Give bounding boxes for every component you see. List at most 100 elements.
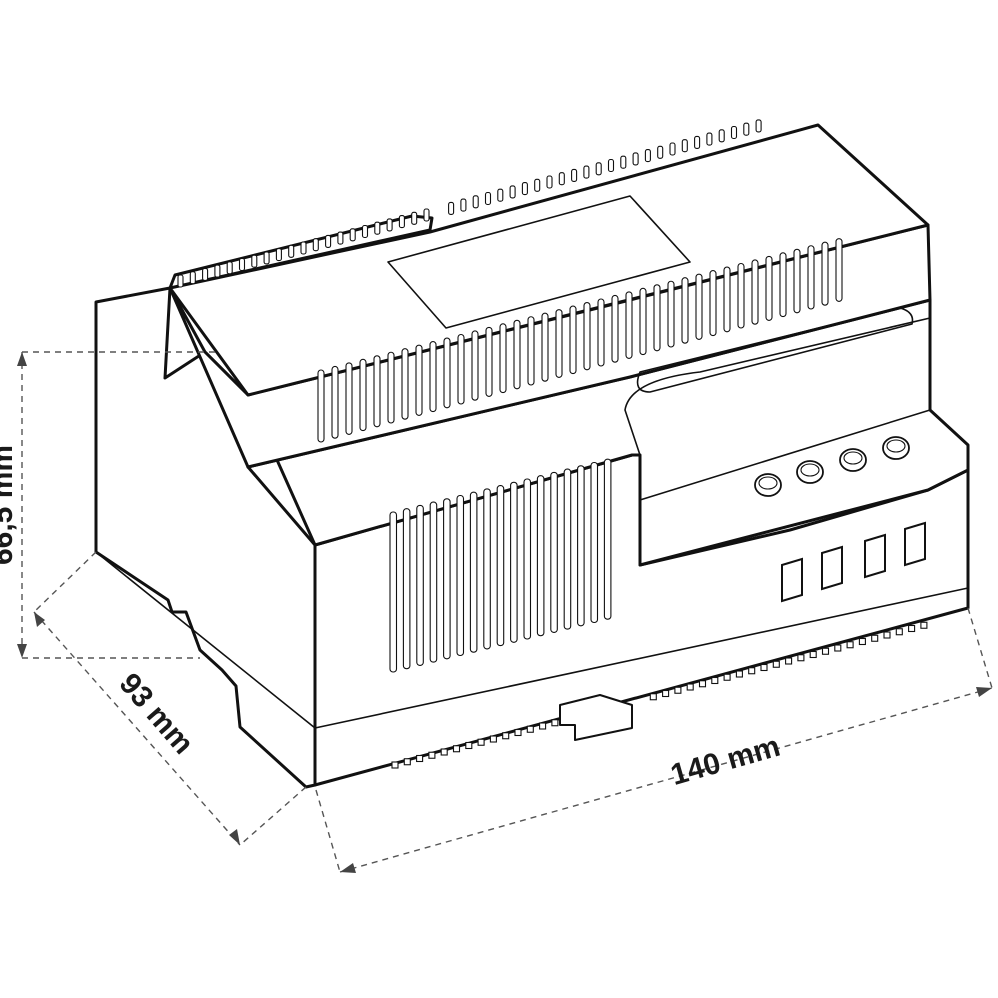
vent-fin [251,254,258,268]
vent-hole [489,735,497,743]
terminal-opening [864,533,886,579]
vent-fin [521,182,528,196]
terminal-openings [781,521,926,603]
vent-fin [743,122,750,136]
depth-label: 93 mm [113,667,200,760]
vent-fin [337,231,344,245]
vent-fin [694,135,701,149]
vent-fin [429,501,438,663]
vent-fin [448,201,455,215]
front-vent-fins [389,458,612,673]
upper-vent-fins [317,238,843,443]
vent-fin [387,351,395,424]
vent-fin [807,245,815,310]
vent-fin [457,333,465,405]
vent-fin [632,152,639,166]
vent-hole [514,728,522,737]
terminal-opening [781,557,803,603]
height-dimension: 66,5 mm [0,351,215,659]
vent-hole [686,683,694,691]
vent-fin [835,238,843,302]
vent-fin [695,273,703,340]
vent-fin [345,362,353,435]
vent-fin [513,319,521,390]
vent-hole [871,634,879,642]
vent-fin [571,168,578,182]
vent-fin [523,478,532,640]
vent-fin [737,262,745,329]
vent-fin [583,301,591,371]
vent-fin [510,481,518,643]
vent-hole [428,751,436,759]
vent-fin [288,244,295,258]
vent-fin [402,508,411,670]
vent-fin [202,267,209,281]
vent-fin [657,145,664,159]
vent-fin [667,280,675,348]
vent-fin [653,284,661,352]
vent-fin [765,255,773,321]
vent-fin [460,198,467,212]
vent-fin [555,309,563,378]
terminal-cover-recess [624,317,931,501]
vent-fin [275,248,282,262]
vent-fin [550,471,558,633]
base-strip-line [314,587,969,729]
vent-fin [389,511,398,673]
screw-head [800,463,820,477]
vent-fin [416,504,424,666]
din-rail-enclosure [94,119,970,789]
vent-hole [920,621,928,629]
vent-fin [263,251,270,265]
vent-hole [551,719,559,727]
vent-hole [785,657,793,665]
vent-fin [349,228,356,242]
vent-fin [536,475,545,637]
vent-hole [452,745,461,753]
vent-fin [718,129,725,143]
top-label-panel [387,195,691,329]
vent-fin [639,287,647,356]
vent-fin [723,266,731,333]
vent-fin [755,119,762,133]
vent-hole [895,628,903,636]
top-surface [168,123,930,397]
vent-hole [539,722,547,730]
vent-fin [429,341,437,413]
height-label: 66,5 mm [0,445,19,565]
vent-fin [325,234,332,248]
vent-fin [398,215,405,229]
vent-hole [735,670,743,678]
vent-fin [214,264,221,278]
vent-hole [809,650,817,659]
vent-fin [374,221,381,235]
base-vent-holes [391,621,928,769]
screw-head [886,439,906,453]
din-latch [559,694,633,741]
vent-hole [502,732,510,740]
vent-fin [706,132,713,146]
terminal-opening [821,545,843,591]
vent-fin [563,468,572,630]
vent-fin [751,259,759,325]
vent-fin [577,465,585,627]
vent-fin [312,238,319,252]
vent-fin [595,162,602,176]
vent-fin [620,155,627,169]
vent-fin [423,208,430,222]
vent-hole [846,641,854,649]
vent-fin [681,277,689,344]
vent-hole [772,660,780,668]
vent-fin [496,485,505,647]
vent-fin [527,316,535,386]
vent-hole [391,761,399,769]
vent-hole [723,673,731,681]
vent-hole [477,738,485,746]
vent-fin [411,211,418,225]
vent-hole [760,663,768,672]
vent-fin [359,358,367,432]
vent-hole [883,631,891,639]
vent-hole [465,741,473,750]
vent-fin [821,241,829,306]
